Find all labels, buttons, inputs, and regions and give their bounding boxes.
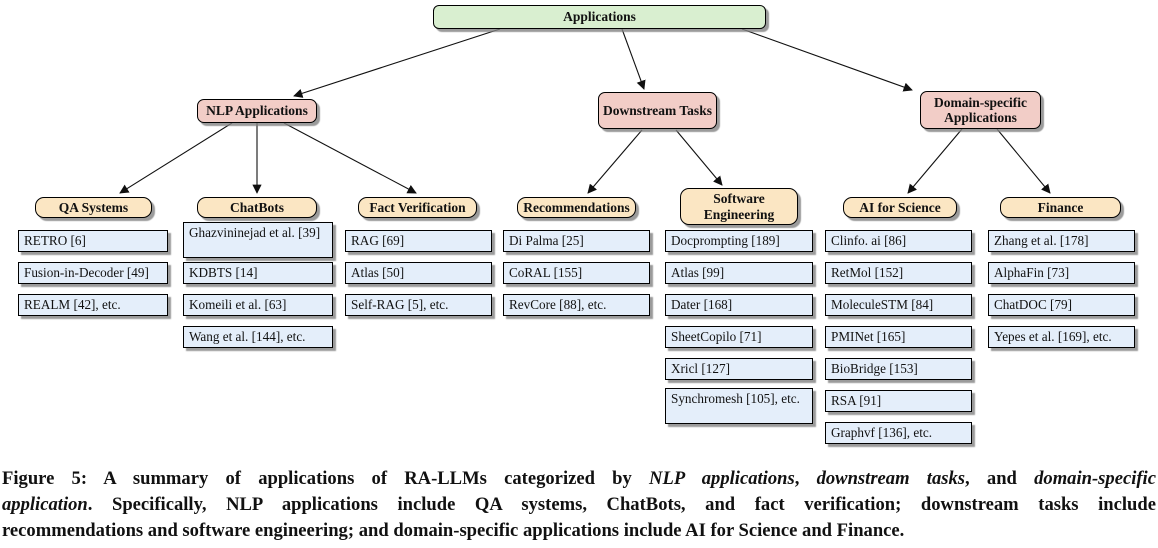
leaf-moleculestm: MoleculeSTM [84] <box>825 294 972 316</box>
node-chatbots: ChatBots <box>197 197 317 218</box>
node-qa-systems: QA Systems <box>35 197 152 218</box>
caption-emphasis-application: application <box>2 494 88 515</box>
leaf-clinfo-ai: Clinfo. ai [86] <box>825 230 972 252</box>
node-finance: Finance <box>1000 197 1121 218</box>
leaf-rsa: RSA [91] <box>825 390 972 412</box>
leaf-komeili: Komeili et al. [63] <box>183 294 333 316</box>
applications-tree-diagram: Applications NLP Applications Downstream… <box>18 5 1135 444</box>
leaf-self-rag: Self-RAG [5], etc. <box>345 294 492 316</box>
node-software-engineering: Software Engineering <box>680 188 798 225</box>
leaf-revcore: RevCore [88], etc. <box>503 294 650 316</box>
caption-emphasis-nlp-applications: NLP applications <box>649 468 795 489</box>
node-fact-verification: Fact Verification <box>358 197 477 218</box>
leaf-synchromesh: Synchromesh [105], etc. <box>665 388 813 424</box>
leaf-retro: RETRO [6] <box>18 230 168 252</box>
caption-text: recommendations and software engineering… <box>2 520 905 541</box>
node-downstream-tasks: Downstream Tasks <box>598 92 717 129</box>
leaf-atlas-50: Atlas [50] <box>345 262 492 284</box>
leaf-dater: Dater [168] <box>665 294 813 316</box>
leaf-biobridge: BioBridge [153] <box>825 358 972 380</box>
figure-caption: Figure 5: A summary of applications of R… <box>2 466 1156 544</box>
node-recommendations: Recommendations <box>517 197 636 218</box>
caption-text: , and <box>965 468 1035 489</box>
leaf-chatdoc: ChatDOC [79] <box>988 294 1135 316</box>
leaf-retmol: RetMol [152] <box>825 262 972 284</box>
node-nlp-applications: NLP Applications <box>197 99 317 123</box>
leaf-realm: REALM [42], etc. <box>18 294 168 316</box>
leaf-rag: RAG [69] <box>345 230 492 252</box>
leaf-di-palma: Di Palma [25] <box>503 230 650 252</box>
leaf-alphafin: AlphaFin [73] <box>988 262 1135 284</box>
leaf-coral: CoRAL [155] <box>503 262 650 284</box>
leaf-ghazvininejad: Ghazvininejad et al. [39] <box>183 222 333 258</box>
caption-text: . Specifically, NLP applications include… <box>87 494 1156 515</box>
leaf-xricl: Xricl [127] <box>665 358 813 380</box>
leaf-yepes: Yepes et al. [169], etc. <box>988 326 1135 348</box>
caption-line-2: application. Specifically, NLP applicati… <box>2 492 1156 518</box>
tree-edges <box>119 28 1051 194</box>
leaf-zhang: Zhang et al. [178] <box>988 230 1135 252</box>
caption-line-1: Figure 5: A summary of applications of R… <box>2 466 1156 492</box>
leaf-docprompting: Docprompting [189] <box>665 230 813 252</box>
node-applications: Applications <box>433 5 766 29</box>
leaf-sheetcopilo: SheetCopilo [71] <box>665 326 813 348</box>
leaf-graphvf: Graphvf [136], etc. <box>825 422 972 444</box>
leaf-fusion-in-decoder: Fusion-in-Decoder [49] <box>18 262 168 284</box>
caption-text: , <box>794 468 817 489</box>
caption-line-3: recommendations and software engineering… <box>2 518 1156 544</box>
leaf-kdbts: KDBTS [14] <box>183 262 333 284</box>
node-ai-for-science: AI for Science <box>843 197 957 218</box>
node-domain-specific-applications: Domain-specific Applications <box>920 91 1041 129</box>
caption-text: Figure 5: A summary of applications of R… <box>2 468 650 489</box>
leaf-wang: Wang et al. [144], etc. <box>183 326 333 348</box>
leaf-atlas-99: Atlas [99] <box>665 262 813 284</box>
leaf-pminet: PMINet [165] <box>825 326 972 348</box>
caption-emphasis-domain-specific: domain-specific <box>1034 468 1156 489</box>
caption-emphasis-downstream-tasks: downstream tasks <box>816 468 966 489</box>
